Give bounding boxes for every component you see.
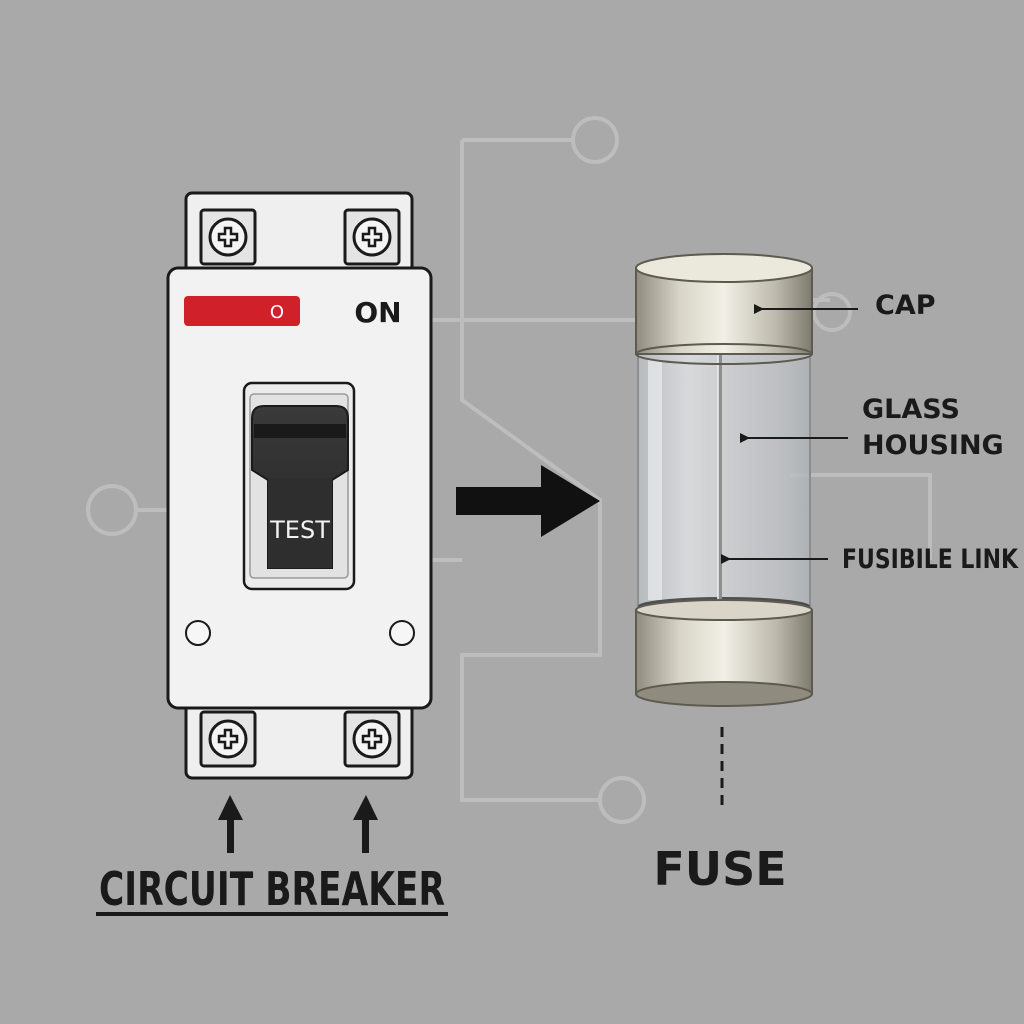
top-cap-face — [635, 253, 813, 283]
mounting-hole-left — [185, 620, 211, 646]
status-indicator — [184, 296, 300, 326]
status-label: ON — [354, 296, 401, 329]
screw-plus-icon — [199, 710, 257, 768]
circuit-traces — [86, 116, 932, 824]
cap-label: CAP — [875, 290, 936, 321]
fuse: CAP GLASS HOUSING FUSIBILE LINK FUSE — [635, 253, 1019, 896]
trace-node-3 — [598, 776, 646, 824]
trace-top — [460, 138, 602, 802]
arrow-up-icon — [218, 795, 243, 853]
indicator-mark: O — [270, 302, 284, 323]
trace-node-2 — [86, 484, 138, 536]
circuit-breaker: O ON TEST CIRCUIT BREAKER — [96, 191, 448, 916]
arrow-right-icon — [456, 465, 600, 537]
glass-label-line1: GLASS — [862, 394, 960, 425]
screw-plus-icon — [199, 208, 257, 266]
screw-plus-icon — [343, 710, 401, 768]
trace-node-4 — [812, 292, 852, 332]
screw-plus-icon — [343, 208, 401, 266]
fuse-title: FUSE — [653, 842, 786, 896]
bottom-cap-base — [635, 681, 813, 707]
breaker-title: CIRCUIT BREAKER — [99, 862, 445, 916]
trace-right-low — [790, 473, 932, 560]
glass-housing — [637, 349, 811, 611]
toggle-switch[interactable]: TEST — [251, 405, 349, 569]
trace-mid — [430, 318, 640, 562]
link-label: FUSIBILE LINK — [842, 544, 1019, 575]
mounting-hole-right — [389, 620, 415, 646]
glass-label-line2: HOUSING — [862, 430, 1004, 461]
trace-node-1 — [571, 116, 619, 164]
breaker-title-underline — [96, 912, 448, 916]
toggle-label: TEST — [269, 516, 330, 544]
arrow-up-icon — [353, 795, 378, 853]
